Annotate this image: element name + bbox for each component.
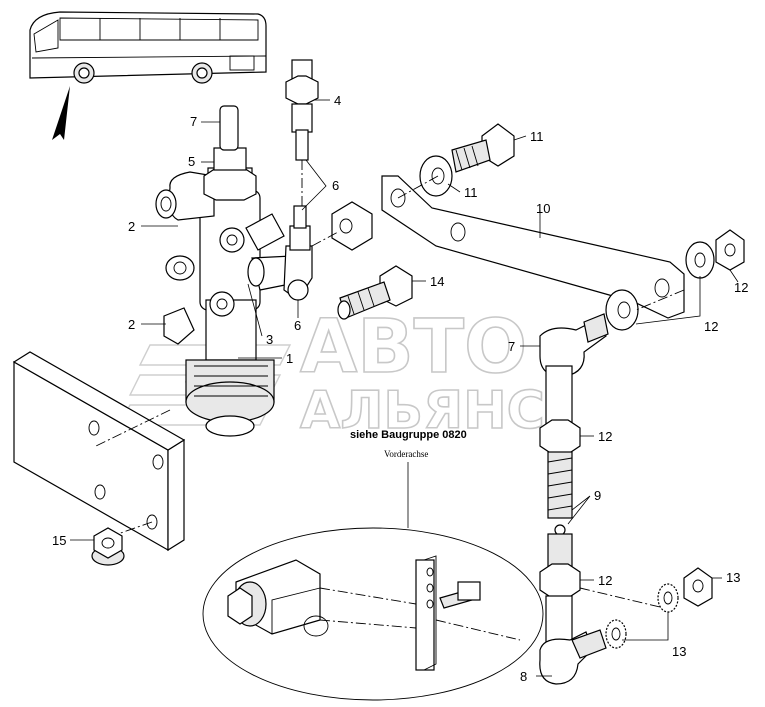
callout-12-rod-upper: 12 [598,429,612,444]
callout-3: 3 [266,332,273,347]
watermark-line-2: АЛЬЯНС [300,381,545,441]
mounting-plate [12,351,186,552]
washer-11-lower [605,289,639,331]
callout-14: 14 [430,274,444,289]
callout-11-top: 11 [464,185,478,200]
bolt-14 [337,265,413,320]
callout-7-lower: 8 [520,669,527,684]
lock-washer-13-a [657,583,679,613]
bus-location-icon [29,11,267,140]
washer-11-top [419,155,453,197]
pointer-arrow-icon [52,86,70,140]
callout-12-top-right: 12 [734,280,748,295]
callout-labels: 7 5 2 2 1 3 6 4 6 11 11 10 12 12 14 7 12… [52,93,748,684]
elbow-fitting-5 [247,205,313,301]
lever-arm-9 [381,175,685,319]
washer-11-right [685,241,715,279]
nut-12-lower-right [683,567,713,607]
level-control-valve-1 [155,105,285,437]
callout-10: 11 [530,129,544,144]
leader-lines [70,99,739,677]
callout-12-rod-lower: 12 [598,573,612,588]
callout-6-upper: 7 [190,114,197,129]
bolt-10 [451,123,515,173]
linkage-rod-assembly [539,313,609,685]
flange-nut-15 [91,527,125,566]
callout-6-middle: 6 [332,178,339,193]
callout-7-upper: 7 [508,339,515,354]
axle-detail-inset [202,462,544,701]
watermark: АВТО АЛЬЯНС [118,303,546,442]
axle-label: Vorderachse [384,449,428,459]
callout-11-right: 12 [704,319,718,334]
callout-13-label: 13 [672,644,686,659]
callout-12-lower-right: 13 [726,570,740,585]
pipe-connector-4-top [285,59,319,161]
callout-9: 10 [536,201,550,216]
callout-2-lower: 2 [128,317,135,332]
watermark-line-1: АВТО [300,304,527,390]
callout-8: 9 [594,488,601,503]
nut-12-top-right [715,229,745,271]
callout-5: 6 [294,318,301,333]
callout-15: 15 [52,533,66,548]
lock-washer-13-b [605,619,627,649]
callout-2-upper: 2 [128,219,135,234]
group-reference-note: siehe Baugruppe 0820 [350,429,467,441]
callout-4-top: 4 [334,93,341,108]
callout-4-valve: 5 [188,154,195,169]
hex-nut-loose [331,201,373,251]
callout-1: 1 [286,351,293,366]
